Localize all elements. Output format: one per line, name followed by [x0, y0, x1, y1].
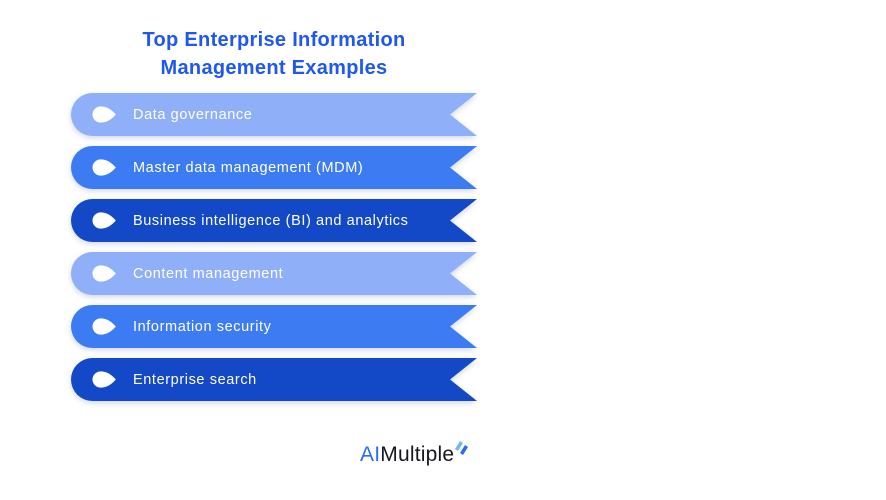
ribbon-label: Content management	[133, 265, 284, 282]
ribbon-banner: Enterprise search	[71, 358, 477, 401]
drop-icon	[88, 210, 118, 231]
ribbon-banner: Data governance	[71, 93, 477, 136]
ribbon-row: Enterprise search	[71, 358, 477, 401]
page-title-line1: Top Enterprise Information	[142, 29, 406, 51]
page-title: Top Enterprise Information Management Ex…	[71, 26, 477, 82]
ribbon-label: Enterprise search	[133, 371, 257, 388]
ribbon-row: Information security	[71, 305, 477, 348]
ribbon-row: Master data management (MDM)	[71, 146, 477, 189]
ribbon-banner: Content management	[71, 252, 477, 295]
drop-icon	[88, 316, 118, 337]
ribbon-row: Content management	[71, 252, 477, 295]
ribbon-row: Data governance	[71, 93, 477, 136]
drop-icon	[88, 263, 118, 284]
ribbon-label: Information security	[133, 318, 272, 335]
ribbon-label: Data governance	[133, 106, 253, 123]
page-title-line2: Management Examples	[160, 57, 388, 79]
logo-multiple-text: Multiple	[380, 443, 455, 466]
ribbon-banner: Business intelligence (BI) and analytics	[71, 199, 477, 242]
content-column: Top Enterprise Information Management Ex…	[71, 0, 477, 401]
ribbon-list: Data governance Master data management (…	[71, 93, 477, 401]
ribbon-row: Business intelligence (BI) and analytics	[71, 199, 477, 242]
ribbon-label: Business intelligence (BI) and analytics	[133, 212, 409, 229]
ribbon-label: Master data management (MDM)	[133, 159, 364, 176]
logo-ai-text: AI	[360, 443, 381, 466]
ribbon-banner: Master data management (MDM)	[71, 146, 477, 189]
ribbon-banner: Information security	[71, 305, 477, 348]
drop-icon	[88, 157, 118, 178]
drop-icon	[88, 369, 118, 390]
spark-icon	[455, 441, 469, 455]
drop-icon	[88, 104, 118, 125]
